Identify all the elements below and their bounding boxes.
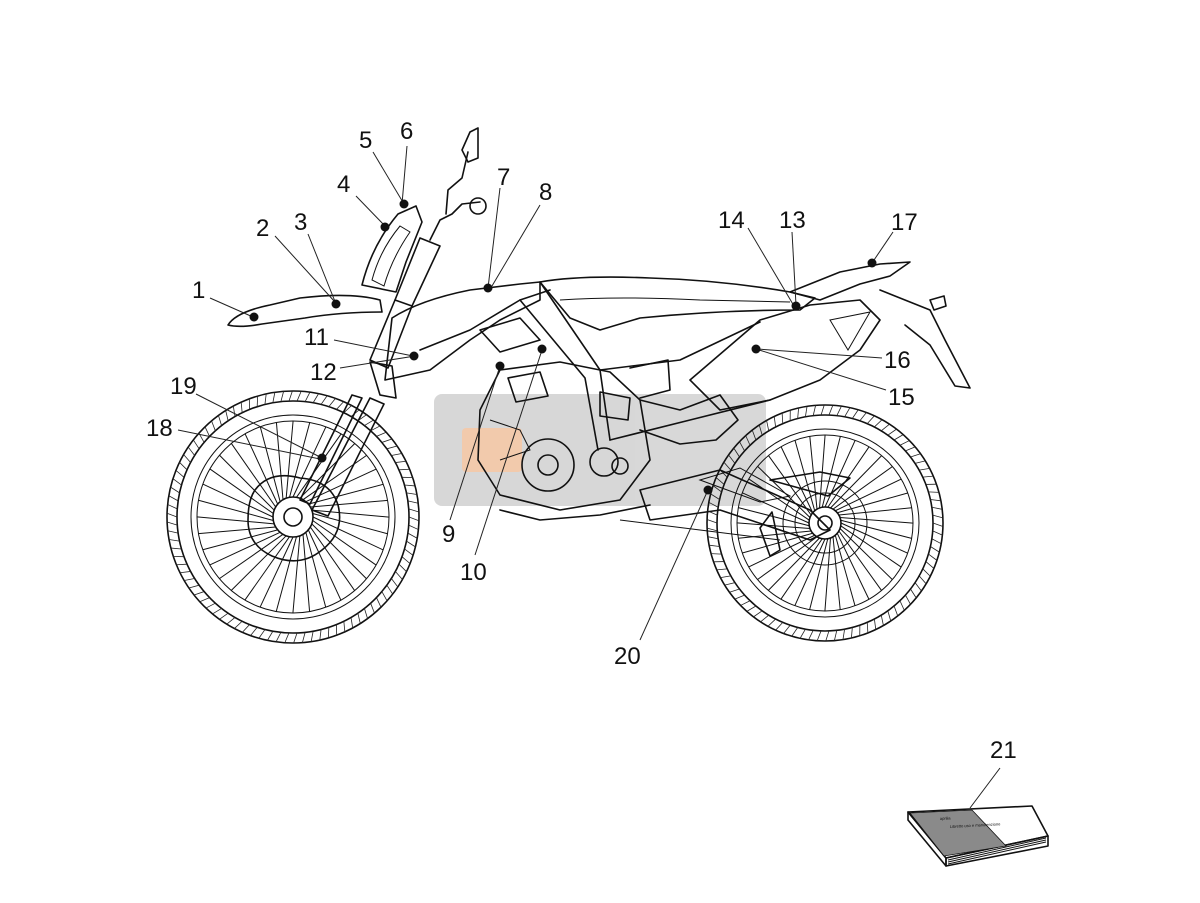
callout-19: 19	[170, 373, 197, 400]
callout-12: 12	[310, 359, 337, 386]
callout-9: 9	[442, 521, 455, 548]
callout-11: 11	[304, 324, 329, 351]
leader-lines	[177, 145, 1001, 809]
callout-7: 7	[497, 164, 510, 191]
callout-dots	[249, 199, 877, 495]
swingarm	[639, 469, 831, 541]
rear-fender	[789, 261, 911, 301]
headlight-fairing	[361, 205, 423, 293]
motorcycle-illustration	[166, 127, 971, 644]
callout-10: 10	[460, 559, 487, 586]
front-wheel	[166, 390, 420, 644]
engine	[477, 359, 671, 521]
callout-15: 15	[888, 384, 915, 411]
callout-14: 14	[718, 207, 745, 234]
handlebar	[429, 127, 487, 241]
booklet-title: Libretto uso e manutenzione	[950, 821, 1001, 829]
booklet-brand: aprilia	[940, 815, 952, 821]
callout-18: 18	[146, 415, 173, 442]
callout-6: 6	[400, 118, 413, 145]
callout-8: 8	[539, 179, 552, 206]
owners-manual-booklet: aprilia Libretto uso e manutenzione	[907, 805, 1049, 867]
callout-4: 4	[337, 171, 350, 198]
rear-side-panel	[689, 299, 881, 411]
callout-2: 2	[256, 215, 269, 242]
callout-13: 13	[779, 207, 806, 234]
front-fork	[299, 237, 441, 517]
callout-1: 1	[192, 277, 205, 304]
exhaust-pipe	[639, 394, 739, 445]
front-mudguard	[227, 294, 383, 328]
callout-20: 20	[614, 643, 641, 670]
seat	[539, 276, 816, 331]
callout-3: 3	[294, 209, 307, 236]
tank-shroud	[384, 281, 541, 381]
callout-21: 21	[990, 737, 1017, 764]
callout-labels: 1 2 3 4 5 6 7 8 9 10 11 12 13 14 15 16 1…	[146, 118, 1017, 764]
rear-sprocket	[794, 492, 856, 554]
rear-wheel	[706, 404, 944, 642]
callout-16: 16	[884, 347, 911, 374]
callout-17: 17	[891, 209, 918, 236]
callout-5: 5	[359, 127, 372, 154]
